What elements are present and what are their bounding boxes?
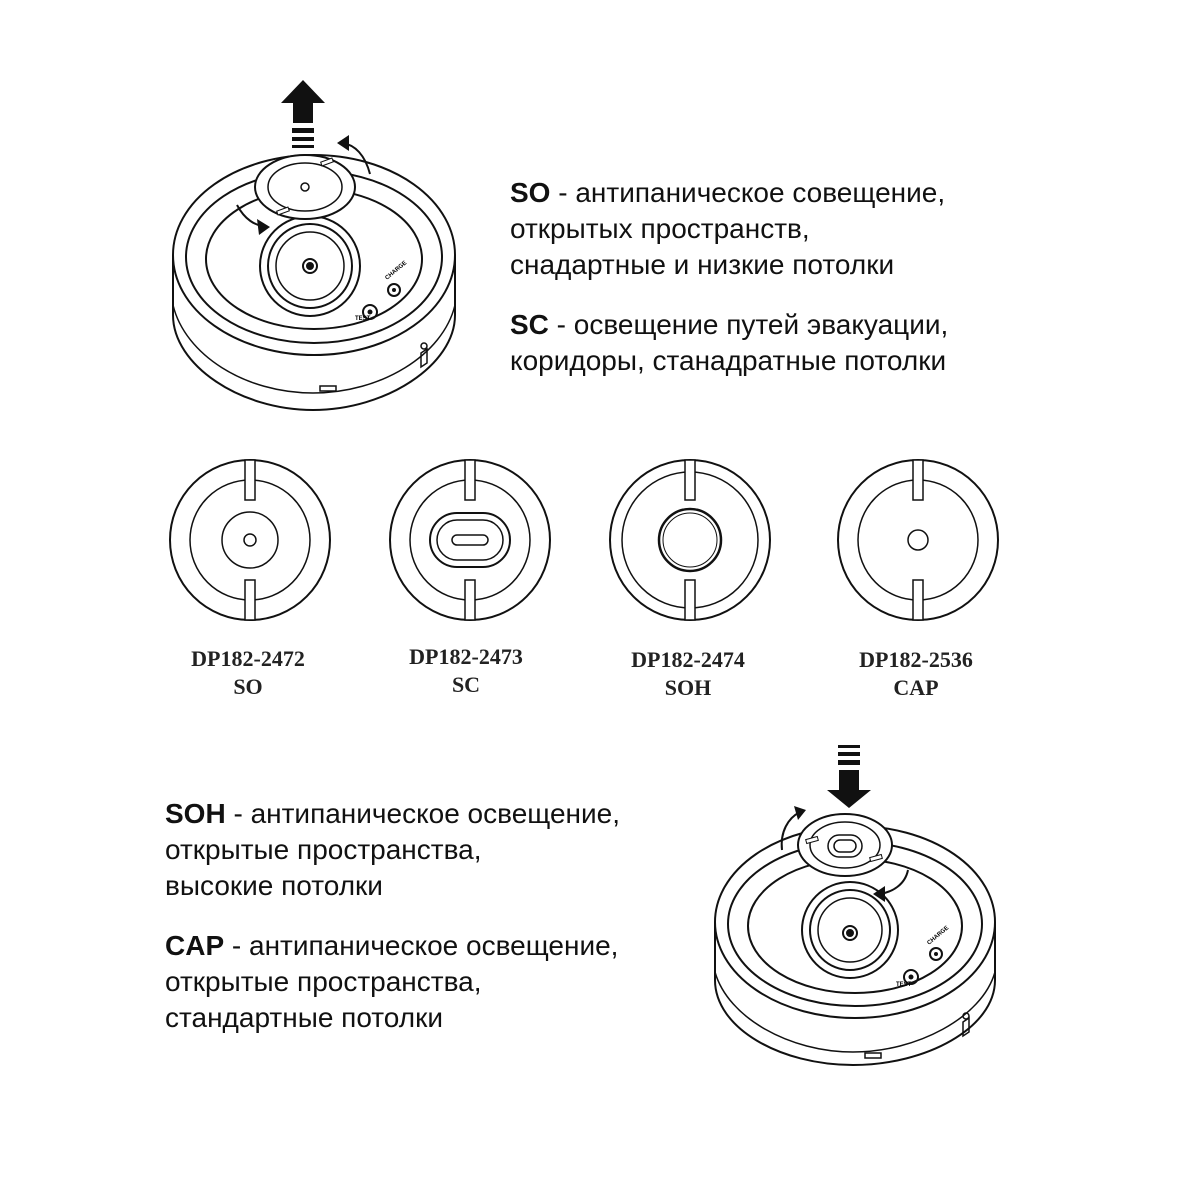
top-descriptions: SO - антипаническое совещение, открытых … <box>510 175 948 379</box>
lens-so-type: SO <box>233 674 263 699</box>
lens-cap-type: CAP <box>893 675 939 700</box>
desc-soh-text: - антипаническое освещение, <box>225 798 621 829</box>
desc-cap-line3: стандартные потолки <box>165 1002 443 1033</box>
desc-so-code: SO <box>510 177 551 208</box>
test-label: TEST <box>355 316 371 322</box>
lens-label-sc: DP182-2473 SC <box>376 643 556 699</box>
arrow-down-icon <box>827 745 871 808</box>
test-label: TEST <box>896 982 912 988</box>
lens-label-so: DP182-2472 SO <box>158 645 338 701</box>
charge-indicator <box>387 283 401 297</box>
desc-so-text: - антипаническое совещение, <box>550 177 946 208</box>
device-body <box>172 154 456 412</box>
lens-cap-drawing <box>837 459 999 621</box>
lens-cap-model: DP182-2536 <box>859 647 973 672</box>
lens-cap <box>797 813 893 877</box>
desc-sc-line2: коридоры, станадратные потолки <box>510 345 947 376</box>
lens-label-soh: DP182-2474 SOH <box>598 646 778 702</box>
lens-sc-model: DP182-2473 <box>409 644 523 669</box>
desc-sc-line1: SC - освещение путей эвакуации, <box>510 307 948 343</box>
desc-sc-code: SC <box>510 309 549 340</box>
desc-cap-code: CAP <box>165 930 225 961</box>
desc-soh-line3: высокие потолки <box>165 870 383 901</box>
arrow-up-icon <box>281 80 325 148</box>
desc-so-line3: снадартные и низкие потолки <box>510 249 895 280</box>
desc-sc-text: - освещение путей эвакуации, <box>548 309 949 340</box>
desc-soh-code: SOH <box>165 798 226 829</box>
desc-soh-line2: открытые пространства, <box>165 834 482 865</box>
desc-cap-line2: открытые пространства, <box>165 966 482 997</box>
desc-so-line2: открытых пространств, <box>510 213 810 244</box>
test-button <box>362 304 378 320</box>
lens-soh-model: DP182-2474 <box>631 647 745 672</box>
desc-cap-text: - антипаническое освещение, <box>224 930 619 961</box>
lens-soh-type: SOH <box>664 675 712 700</box>
lens-sc-drawing <box>389 459 551 621</box>
device-body <box>714 825 996 1067</box>
bottom-device-illustration: CHARGE TEST <box>714 745 996 1067</box>
lens-label-cap: DP182-2536 CAP <box>826 646 1006 702</box>
top-device-illustration: CHARGE TEST <box>172 80 456 412</box>
bottom-descriptions: SOH - антипаническое освещение, открытые… <box>165 796 620 1036</box>
lens-soh-drawing <box>609 459 771 621</box>
rotate-arrow-icon <box>780 806 909 902</box>
desc-so-line1: SO - антипаническое совещение, <box>510 175 948 211</box>
test-button <box>903 969 919 985</box>
lens-so-drawing <box>169 459 331 621</box>
charge-indicator <box>929 947 943 961</box>
desc-soh-line1: SOH - антипаническое освещение, <box>165 796 620 832</box>
lens-cap <box>254 154 356 220</box>
lens-sc-type: SC <box>451 672 481 697</box>
rotate-arrow-icon <box>236 135 371 235</box>
lens-so-model: DP182-2472 <box>191 646 305 671</box>
desc-cap-line1: CAP - антипаническое освещение, <box>165 928 620 964</box>
